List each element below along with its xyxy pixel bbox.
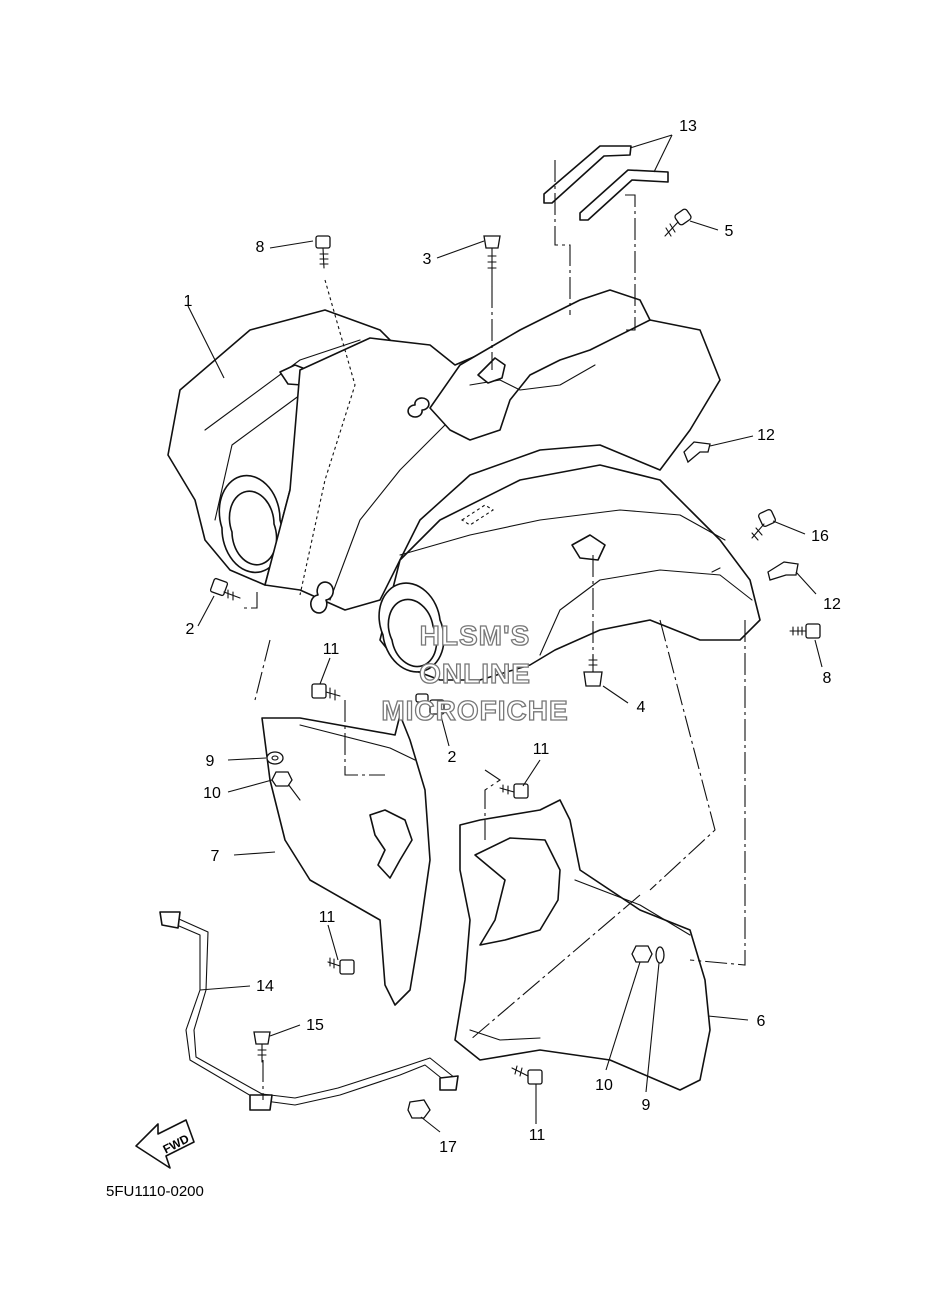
left-inner-panel-7 bbox=[261, 714, 431, 1006]
callout-13: 13 bbox=[679, 118, 697, 135]
callout-11: 11 bbox=[319, 909, 336, 926]
screw-16 bbox=[751, 509, 776, 541]
callout-6: 6 bbox=[757, 1013, 766, 1030]
diagram-code: 5FU1110-0200 bbox=[106, 1183, 204, 1200]
bolt-11-b bbox=[499, 783, 529, 799]
watermark-line-1: HLSM'S bbox=[420, 620, 531, 651]
callout-2: 2 bbox=[448, 749, 457, 766]
callout-labels: 1 2 2 3 4 5 6 7 8 8 9 9 10 10 11 11 11 1… bbox=[184, 118, 841, 1156]
nut-10-left bbox=[271, 771, 293, 787]
clip-12-upper bbox=[683, 441, 711, 464]
stay-bracket-14 bbox=[159, 911, 459, 1111]
callout-12: 12 bbox=[823, 596, 841, 613]
bolt-11-c bbox=[327, 957, 355, 975]
callout-17: 17 bbox=[439, 1139, 457, 1156]
washer-9-left bbox=[266, 751, 284, 765]
watermark: HLSM'S ONLINE MICROFICHE bbox=[381, 619, 569, 726]
front-fender-body-1 bbox=[167, 289, 761, 681]
callout-15: 15 bbox=[306, 1017, 324, 1034]
callout-11: 11 bbox=[529, 1127, 546, 1144]
bolt-11-a bbox=[311, 683, 341, 701]
nut-17 bbox=[407, 1099, 431, 1119]
washer-9-right bbox=[655, 946, 665, 964]
callout-14: 14 bbox=[256, 978, 274, 995]
watermark-line-3: MICROFICHE bbox=[381, 695, 568, 726]
callout-5: 5 bbox=[725, 223, 734, 240]
bolt-4 bbox=[583, 654, 603, 687]
watermark-line-2: ONLINE bbox=[419, 658, 531, 689]
assembly-lines bbox=[240, 160, 746, 1100]
callout-11: 11 bbox=[323, 641, 340, 658]
callout-10: 10 bbox=[203, 785, 221, 802]
bolt-15 bbox=[253, 1031, 271, 1063]
seal-strips-13 bbox=[543, 145, 669, 221]
callout-3: 3 bbox=[423, 251, 432, 268]
bolt-11-d bbox=[511, 1065, 543, 1085]
callout-2: 2 bbox=[186, 621, 195, 638]
bolt-8-top bbox=[315, 235, 331, 269]
callout-16: 16 bbox=[811, 528, 829, 545]
right-inner-panel-6 bbox=[454, 799, 711, 1091]
callout-7: 7 bbox=[211, 848, 220, 865]
bolt-2-left bbox=[209, 577, 241, 601]
callout-8: 8 bbox=[256, 239, 265, 256]
bolt-3 bbox=[483, 235, 501, 287]
clip-12-lower bbox=[767, 561, 799, 581]
bolt-2-center bbox=[415, 693, 445, 715]
callout-1: 1 bbox=[184, 293, 193, 310]
callout-10: 10 bbox=[595, 1077, 613, 1094]
callout-12: 12 bbox=[757, 427, 775, 444]
callout-9: 9 bbox=[206, 753, 215, 770]
bolt-8-right bbox=[789, 623, 821, 639]
hardware bbox=[209, 208, 821, 1119]
screw-5 bbox=[664, 208, 692, 237]
nut-10-right bbox=[631, 945, 653, 963]
leader-lines bbox=[187, 134, 823, 1133]
callout-4: 4 bbox=[637, 699, 646, 716]
fwd-arrow-icon: FWD bbox=[135, 1119, 195, 1169]
callout-11: 11 bbox=[533, 741, 550, 758]
callout-8: 8 bbox=[823, 670, 832, 687]
callout-9: 9 bbox=[642, 1097, 651, 1114]
